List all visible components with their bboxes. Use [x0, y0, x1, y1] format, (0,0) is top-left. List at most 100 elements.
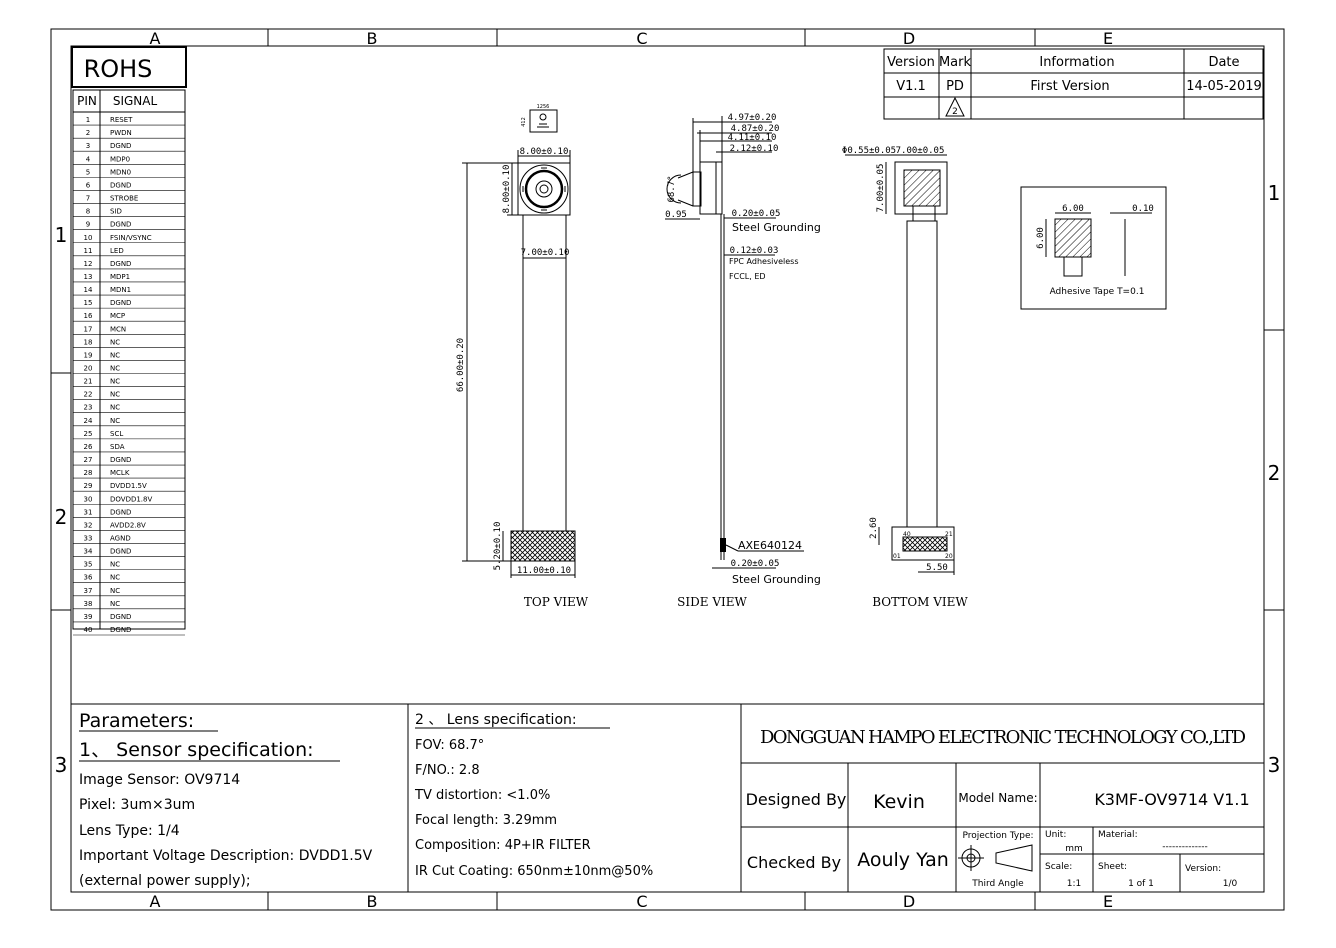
col-label: C	[636, 892, 647, 911]
svg-text:Focal length: 3.29mm: Focal length: 3.29mm	[415, 813, 557, 828]
svg-text:0.95: 0.95	[665, 210, 687, 220]
pin-signal: RESET	[110, 116, 133, 124]
pin-number: 26	[84, 443, 93, 451]
svg-text:01: 01	[893, 553, 901, 560]
pin-signal: AGND	[110, 534, 131, 542]
rohs-box: ROHS	[71, 46, 187, 88]
svg-text:FPC Adhesiveless: FPC Adhesiveless	[729, 257, 798, 266]
pin-signal: MCN	[110, 325, 126, 333]
svg-text:0.12±0.03: 0.12±0.03	[730, 246, 779, 256]
pin-number: 36	[84, 574, 93, 582]
svg-text:8.00±0.10: 8.00±0.10	[502, 165, 512, 214]
svg-text:21: 21	[945, 531, 953, 538]
col-label: E	[1103, 892, 1113, 911]
pin-signal: DGND	[110, 508, 131, 516]
col-label: E	[1103, 29, 1113, 48]
pin-number: 30	[84, 495, 93, 503]
pin-signal: NC	[110, 404, 120, 412]
svg-text:Third Angle: Third Angle	[971, 879, 1024, 889]
svg-text:Lens Type: 1/4: Lens Type: 1/4	[79, 823, 180, 839]
pin-signal: PWDN	[110, 129, 132, 137]
pin-signal: DGND	[110, 142, 131, 150]
svg-text:0.10: 0.10	[1132, 204, 1154, 214]
svg-text:Aouly Yan: Aouly Yan	[857, 849, 949, 871]
svg-text:Steel Grounding: Steel Grounding	[732, 573, 821, 586]
pin-number: 9	[86, 221, 90, 229]
pin-signal: NC	[110, 561, 120, 569]
svg-text:2.12±0.10: 2.12±0.10	[730, 144, 779, 154]
svg-text:7.00±0.05: 7.00±0.05	[896, 146, 945, 156]
side-view-label: SIDE VIEW	[677, 595, 747, 609]
pin-number: 25	[84, 430, 93, 438]
svg-text:IR Cut Coating: 650nm±10nm@50%: IR Cut Coating: 650nm±10nm@50%	[415, 864, 653, 879]
svg-text:Checked By: Checked By	[747, 853, 841, 872]
pin-number: 28	[84, 469, 93, 477]
svg-text:66.00±0.20: 66.00±0.20	[456, 338, 466, 392]
pin-number: 6	[86, 181, 91, 189]
pin-number: 35	[84, 561, 93, 569]
rohs-label: ROHS	[84, 55, 153, 83]
svg-text:11.00±0.10: 11.00±0.10	[517, 566, 571, 576]
pin-number: 10	[84, 234, 93, 242]
pin-signal: NC	[110, 417, 120, 425]
pin-number: 7	[86, 195, 90, 203]
svg-text:Image Sensor: OV9714: Image Sensor: OV9714	[79, 772, 240, 788]
pin-number: 23	[84, 404, 93, 412]
pin-signal: DGND	[110, 613, 131, 621]
col-label: A	[150, 29, 161, 48]
svg-text:1、 Sensor specification:: 1、 Sensor specification:	[79, 739, 314, 761]
rev-header-info: Information	[1039, 55, 1114, 70]
pin-signal: MCLK	[110, 469, 130, 477]
svg-text:Pixel: 3um×3um: Pixel: 3um×3um	[79, 797, 195, 813]
svg-text:2: 2	[952, 107, 958, 117]
pin-number: 20	[84, 365, 93, 373]
bottom-section	[71, 703, 1264, 892]
pin-signal: NC	[110, 365, 120, 373]
svg-text:Parameters:: Parameters:	[79, 710, 194, 732]
pin-number: 11	[84, 247, 93, 255]
col-label: D	[903, 892, 915, 911]
col-label: A	[150, 892, 161, 911]
svg-text:Material:: Material:	[1098, 830, 1138, 840]
row-label: 2	[1268, 461, 1281, 485]
pin-number: 34	[84, 548, 93, 556]
rev-version: V1.1	[896, 79, 926, 94]
svg-text:Steel Grounding: Steel Grounding	[732, 221, 821, 234]
pin-signal: NC	[110, 600, 120, 608]
bottom-view-label: BOTTOM VIEW	[872, 595, 968, 609]
svg-text:6.00: 6.00	[1062, 204, 1084, 214]
signal-header: SIGNAL	[113, 94, 158, 108]
row-label: 3	[55, 753, 68, 777]
pin-number: 2	[86, 129, 90, 137]
svg-text:Designed By: Designed By	[746, 790, 847, 809]
svg-text:F/NO.: 2.8: F/NO.: 2.8	[415, 763, 480, 778]
svg-text:Scale:: Scale:	[1045, 862, 1072, 872]
svg-text:(external power supply);: (external power supply);	[79, 873, 251, 889]
svg-text:8.00±0.10: 8.00±0.10	[520, 147, 569, 157]
rev-header-date: Date	[1208, 55, 1239, 70]
pin-number: 4	[86, 155, 91, 163]
svg-text:Version:: Version:	[1185, 864, 1221, 874]
pin-number: 8	[86, 208, 90, 216]
pin-number: 32	[84, 521, 93, 529]
pin-signal: FSIN/VSYNC	[110, 234, 152, 242]
svg-text:4.97±0.20: 4.97±0.20	[728, 113, 777, 123]
pin-header: PIN	[77, 94, 97, 108]
pin-number: 31	[84, 508, 93, 516]
svg-text:mm: mm	[1065, 844, 1083, 854]
svg-text:412: 412	[521, 117, 527, 127]
pin-signal: NC	[110, 391, 120, 399]
third-angle-projection-icon	[958, 844, 1033, 872]
rev-info: First Version	[1030, 79, 1109, 94]
row-label: 3	[1268, 753, 1281, 777]
svg-text:Φ0.55±0.05: Φ0.55±0.05	[842, 146, 896, 156]
pin-signal: DGND	[110, 181, 131, 189]
pin-signal: MCP	[110, 312, 125, 320]
svg-text:Projection Type:: Projection Type:	[962, 831, 1033, 841]
pin-signal: DGND	[110, 626, 131, 634]
svg-text:Kevin: Kevin	[873, 791, 925, 813]
pin-signal: NC	[110, 587, 120, 595]
pin-number: 12	[84, 260, 93, 268]
svg-text:5.50: 5.50	[926, 563, 948, 573]
svg-text:20: 20	[945, 553, 953, 560]
